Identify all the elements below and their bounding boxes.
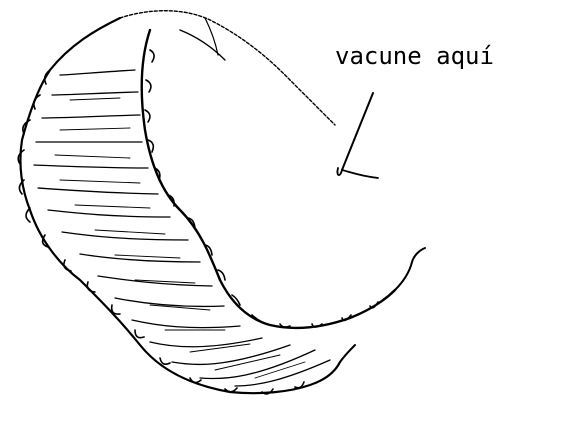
pointer-line	[342, 93, 373, 170]
ring-outer-scallops	[18, 70, 304, 394]
pointer-tip	[337, 168, 378, 178]
ring-ribs	[34, 70, 330, 386]
ring-inner-edge	[142, 30, 395, 328]
ring-inner-scallops	[145, 50, 378, 327]
ring-top-rim	[120, 11, 335, 125]
vaccination-site-label: vacune aquí	[335, 42, 494, 70]
ring-end	[395, 248, 425, 290]
